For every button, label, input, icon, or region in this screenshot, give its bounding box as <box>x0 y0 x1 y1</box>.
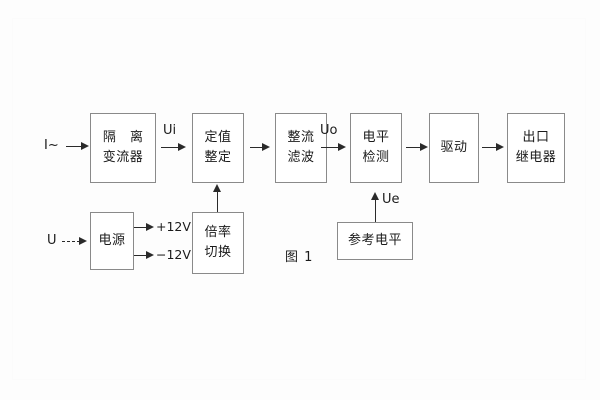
multiplier-switch-block[interactable]: 倍率 切换 <box>192 212 244 274</box>
ui-wire <box>161 147 179 148</box>
uo-arrowhead <box>338 142 346 151</box>
ue-arrowhead <box>370 192 379 200</box>
power-supply-block[interactable]: 电源 <box>90 212 134 270</box>
rail-positive-wire <box>134 227 148 228</box>
isolation-transformer-line-2: 变流器 <box>102 150 144 165</box>
voltage-input-label: U <box>47 233 57 248</box>
voltage-input-arrowhead <box>79 236 87 245</box>
multiplier-to-setting-arrowhead <box>212 184 221 192</box>
ue-wire <box>375 198 376 222</box>
level-detection-line-1: 电平 <box>362 129 390 145</box>
rail-positive-arrowhead <box>146 222 154 231</box>
rectifier-filter-line-1: 整流 <box>287 129 315 145</box>
setting-value-block[interactable]: 定值 整定 <box>192 113 244 183</box>
current-input-label: I~ <box>44 138 59 153</box>
reference-level-block[interactable]: 参考电平 <box>337 222 413 260</box>
setting-to-rectifier-arrowhead <box>262 142 270 151</box>
output-relay-line-1: 出口 <box>522 129 550 145</box>
reference-level-line-1: 参考电平 <box>347 232 402 248</box>
ui-signal-label: Ui <box>163 123 177 138</box>
ue-signal-label: Ue <box>382 192 400 207</box>
uo-wire <box>321 147 339 148</box>
multiplier-to-setting-wire <box>217 190 218 212</box>
level-to-drive-arrowhead <box>420 142 428 151</box>
power-supply-line-1: 电源 <box>98 232 126 248</box>
current-input-wire <box>66 146 82 147</box>
setting-value-line-2: 整定 <box>204 150 232 165</box>
uo-signal-label: Uo <box>320 123 338 138</box>
setting-to-rectifier-wire <box>250 147 264 148</box>
setting-value-line-1: 定值 <box>204 129 232 145</box>
multiplier-switch-line-2: 切换 <box>204 245 232 260</box>
output-relay-line-2: 继电器 <box>515 150 557 165</box>
rail-negative-arrowhead <box>146 250 154 259</box>
diagram-frame <box>12 18 586 380</box>
multiplier-switch-line-1: 倍率 <box>204 224 232 240</box>
rectifier-filter-block[interactable]: 整流 滤波 <box>275 113 327 183</box>
level-detection-block[interactable]: 电平 检测 <box>350 113 402 183</box>
figure-caption: 图 1 <box>285 250 314 265</box>
isolation-transformer-block[interactable]: 隔 离 变流器 <box>90 113 156 183</box>
drive-block[interactable]: 驱动 <box>429 113 479 183</box>
output-relay-block[interactable]: 出口 继电器 <box>507 113 565 183</box>
level-to-drive-wire <box>406 147 422 148</box>
drive-to-relay-arrowhead <box>496 142 504 151</box>
rail-negative-label: −12V <box>156 247 191 262</box>
rail-positive-label: +12V <box>156 219 191 234</box>
ui-arrowhead <box>178 142 186 151</box>
level-detection-line-2: 检测 <box>362 150 390 165</box>
drive-line-1: 驱动 <box>440 139 468 155</box>
rectifier-filter-line-2: 滤波 <box>287 150 315 165</box>
current-input-arrowhead <box>81 141 89 150</box>
isolation-transformer-line-1: 隔 离 <box>102 129 149 145</box>
rail-negative-wire <box>134 255 148 256</box>
drive-to-relay-wire <box>482 147 498 148</box>
voltage-input-wire <box>62 241 80 242</box>
